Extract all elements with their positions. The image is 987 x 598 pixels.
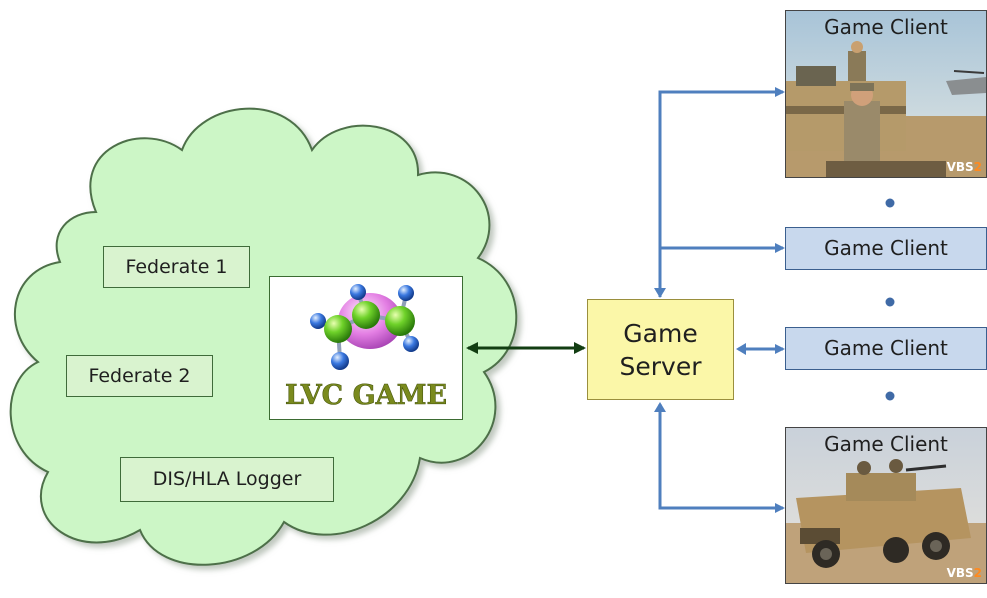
vbs2-watermark: VBS2 xyxy=(946,160,982,174)
game-client-4: Game Client VBS2 xyxy=(785,427,987,584)
game-client-3: Game Client xyxy=(785,327,987,370)
federate-1-label: Federate 1 xyxy=(125,256,228,278)
ellipsis-dot xyxy=(885,297,895,307)
lvc-game-logo-text: LVC GAME xyxy=(285,380,447,411)
game-client-1-label: Game Client xyxy=(824,15,948,39)
vbs2-watermark: VBS2 xyxy=(946,566,982,580)
game-client-1: Game Client VBS2 xyxy=(785,10,987,178)
server-label-line2: Server xyxy=(619,351,702,381)
client-connectors xyxy=(658,87,785,513)
server-top-arrowhead xyxy=(654,288,666,298)
game-client-2-label: Game Client xyxy=(824,236,948,260)
federate-1-box: Federate 1 xyxy=(103,246,250,288)
lvc-game-panel: LVC GAME xyxy=(269,276,463,420)
connector-client-1 xyxy=(658,87,785,297)
client3-left-arrowhead xyxy=(736,343,746,355)
federation-cloud xyxy=(9,107,518,566)
logger-label: DIS/HLA Logger xyxy=(152,468,302,490)
connector-client-4 xyxy=(658,404,785,513)
game-client-4-label: Game Client xyxy=(824,432,948,456)
logger-box: DIS/HLA Logger xyxy=(120,457,334,502)
game-server-box: Game Server xyxy=(587,299,734,400)
ellipsis-dot xyxy=(885,198,895,208)
game-client-3-label: Game Client xyxy=(824,336,948,360)
federate-2-box: Federate 2 xyxy=(66,355,213,397)
server-bottom-arrowhead xyxy=(654,402,666,412)
server-label-line1: Game xyxy=(623,318,698,348)
game-client-2: Game Client xyxy=(785,227,987,270)
molecule-logo-icon: LVC GAME xyxy=(285,284,447,411)
federate-2-label: Federate 2 xyxy=(88,365,191,387)
military-truck-scene-image xyxy=(786,428,986,583)
ellipsis-dot xyxy=(885,391,895,401)
soldier-humvee-scene-image xyxy=(786,11,986,177)
